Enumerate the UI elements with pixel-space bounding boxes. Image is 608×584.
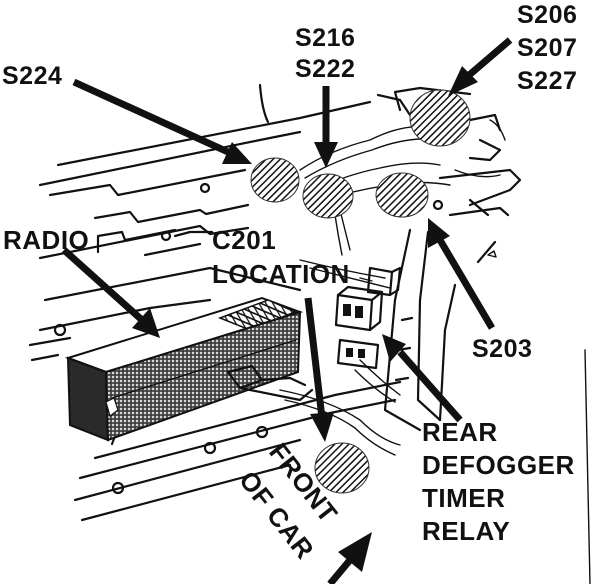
- arrow-s203: [436, 238, 496, 330]
- radio-heatsink: [217, 299, 297, 331]
- splice-s206-s207-s227-marker: [409, 89, 471, 147]
- label-timer: TIMER: [422, 483, 505, 513]
- label-c201: C201: [212, 225, 276, 255]
- label-s206: S206: [517, 1, 577, 29]
- label-rear: REAR: [422, 417, 498, 447]
- arrow-relay: [397, 349, 463, 423]
- label-defogger: DEFOGGER: [422, 450, 575, 480]
- arrow-s206: [465, 37, 513, 79]
- arrow-s224: [72, 78, 230, 156]
- label-s224: S224: [2, 62, 62, 90]
- splice-s216-s222-marker: [302, 173, 354, 219]
- label-radio: RADIO: [3, 225, 89, 255]
- label-c201-location: LOCATION: [212, 259, 350, 289]
- label-relay: RELAY: [422, 516, 510, 546]
- splice-s224-marker: [250, 157, 300, 203]
- label-s207: S207: [517, 34, 577, 62]
- label-s216: S216: [295, 24, 355, 52]
- defogger-relay: [334, 285, 384, 370]
- radio-unit: [64, 296, 314, 442]
- label-s227: S227: [517, 67, 577, 95]
- label-s222: S222: [295, 55, 355, 83]
- arrow-front: [327, 557, 353, 584]
- c201-location-marker: [314, 442, 370, 494]
- splice-s203-marker: [375, 172, 429, 218]
- label-s203: S203: [472, 335, 532, 363]
- arrow-c201: [304, 297, 326, 419]
- c201-connector: [359, 266, 402, 297]
- leader-arrows: [61, 37, 513, 584]
- splice-markers: [250, 89, 471, 494]
- arrow-radio: [61, 247, 145, 323]
- dashboard-structure: [28, 83, 591, 584]
